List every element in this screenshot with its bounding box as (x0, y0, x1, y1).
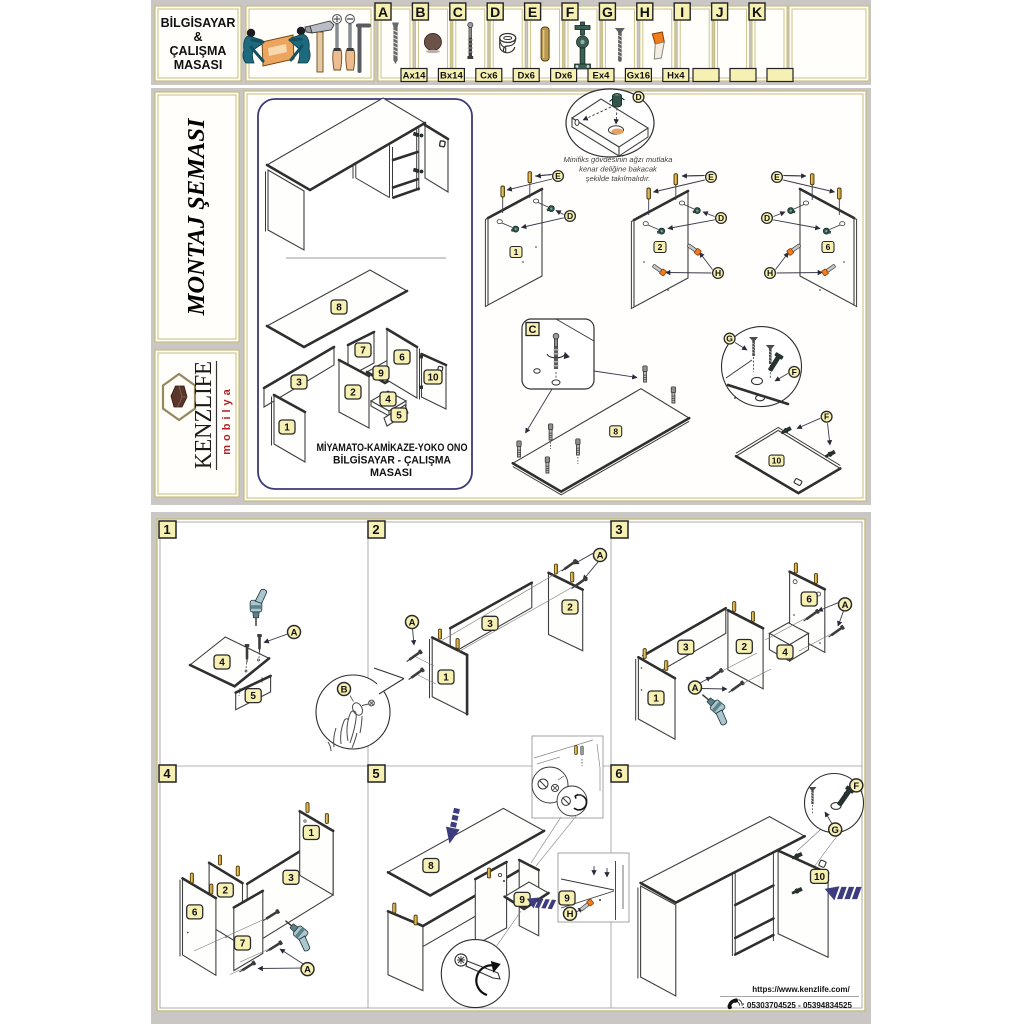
svg-text:1: 1 (284, 423, 290, 434)
svg-text:8: 8 (428, 861, 434, 872)
svg-text:A: A (409, 617, 416, 628)
svg-text:9: 9 (519, 895, 525, 906)
svg-text:B: B (341, 684, 348, 695)
svg-text:Bx14: Bx14 (440, 71, 463, 82)
svg-text:Hx4: Hx4 (667, 71, 685, 82)
svg-text:A: A (378, 4, 388, 20)
svg-text:8: 8 (613, 426, 618, 436)
svg-text:3: 3 (288, 873, 294, 884)
svg-text:kenar deliğine bakacak: kenar deliğine bakacak (579, 165, 658, 174)
svg-text:mobilya: mobilya (221, 385, 233, 455)
svg-text:6: 6 (399, 353, 405, 364)
svg-text:KENZLIFE: KENZLIFE (191, 361, 217, 469)
svg-text:F: F (824, 412, 829, 422)
svg-text:A: A (597, 550, 604, 561)
svg-text:6: 6 (615, 766, 622, 781)
svg-text:E: E (555, 171, 561, 181)
svg-text:ÇALIŞMA: ÇALIŞMA (170, 44, 227, 58)
svg-text:8: 8 (336, 303, 342, 314)
svg-text:G: G (602, 4, 613, 20)
svg-text:MİYAMATO-KAMİKAZE-YOKO ONO: MİYAMATO-KAMİKAZE-YOKO ONO (317, 441, 468, 454)
svg-text:A: A (291, 627, 298, 638)
svg-text:3: 3 (683, 643, 689, 654)
svg-text:Dx6: Dx6 (555, 71, 572, 82)
svg-text:1: 1 (514, 247, 519, 257)
svg-text:Ex4: Ex4 (593, 71, 611, 82)
svg-text:2: 2 (567, 603, 573, 614)
svg-text:H: H (715, 268, 721, 278)
svg-text:9: 9 (378, 369, 384, 380)
svg-text:5: 5 (396, 411, 402, 422)
svg-text:7: 7 (360, 346, 366, 357)
svg-text:1: 1 (163, 522, 170, 537)
svg-text:2: 2 (372, 522, 379, 537)
svg-text:H: H (567, 909, 574, 920)
svg-text:3: 3 (615, 522, 622, 537)
svg-text:D: D (764, 213, 770, 223)
svg-text:5: 5 (250, 691, 256, 702)
svg-text:9: 9 (564, 894, 570, 905)
svg-text:5: 5 (372, 766, 379, 781)
svg-text:E: E (774, 172, 780, 182)
svg-text:MASASI: MASASI (174, 58, 223, 72)
svg-text:D: D (567, 211, 573, 221)
svg-text:: 05303704525 - 05394834525: : 05303704525 - 05394834525 (742, 1001, 852, 1010)
svg-text:6: 6 (192, 907, 198, 918)
svg-text:1: 1 (653, 694, 659, 705)
svg-text:Dx6: Dx6 (517, 71, 534, 82)
svg-text:2: 2 (350, 388, 356, 399)
svg-text:G: G (726, 334, 733, 344)
svg-text:H: H (767, 268, 773, 278)
svg-text:B: B (415, 4, 425, 20)
svg-text:BİLGİSAYAR - ÇALIŞMA: BİLGİSAYAR - ÇALIŞMA (333, 454, 451, 467)
svg-text:4: 4 (385, 395, 391, 406)
svg-text:A: A (692, 683, 699, 694)
svg-text:E: E (708, 172, 714, 182)
svg-text:&: & (193, 30, 202, 44)
svg-text:F: F (792, 367, 797, 377)
svg-text:C: C (529, 324, 537, 336)
svg-text:10: 10 (427, 373, 439, 384)
svg-text:H: H (640, 4, 650, 20)
svg-text:Gx16: Gx16 (627, 71, 650, 82)
svg-text:4: 4 (219, 658, 225, 669)
svg-text:Minifiks gövdesinin ağzı mutla: Minifiks gövdesinin ağzı mutlaka (564, 155, 673, 164)
svg-text:D: D (718, 213, 724, 223)
svg-text:Ax14: Ax14 (403, 71, 426, 82)
svg-text:J: J (716, 4, 724, 20)
svg-text:D: D (635, 92, 641, 102)
svg-text:G: G (832, 825, 839, 836)
svg-text:1: 1 (309, 828, 315, 839)
svg-text:2: 2 (742, 642, 748, 653)
svg-text:I: I (680, 4, 684, 20)
svg-text:Cx6: Cx6 (480, 71, 497, 82)
svg-text:3: 3 (487, 619, 493, 630)
svg-text:6: 6 (806, 595, 812, 606)
svg-text:https://www.kenzlife.com/: https://www.kenzlife.com/ (752, 985, 850, 994)
svg-text:7: 7 (240, 939, 246, 950)
svg-text:MONTAJ ŞEMASI: MONTAJ ŞEMASI (183, 117, 210, 316)
svg-text:10: 10 (772, 456, 782, 466)
svg-text:F: F (853, 781, 859, 792)
svg-text:4: 4 (782, 648, 788, 659)
svg-text:1: 1 (443, 673, 449, 684)
svg-text:3: 3 (296, 378, 302, 389)
svg-text:2: 2 (658, 242, 663, 252)
svg-text:şekilde takılmalıdır.: şekilde takılmalıdır. (586, 174, 651, 183)
svg-text:C: C (453, 4, 463, 20)
svg-text:K: K (752, 4, 762, 20)
svg-text:A: A (842, 600, 849, 611)
svg-text:2: 2 (223, 886, 229, 897)
svg-text:10: 10 (814, 872, 826, 883)
svg-text:D: D (490, 4, 500, 20)
svg-text:6: 6 (826, 242, 831, 252)
svg-text:MASASI: MASASI (370, 467, 412, 479)
svg-text:F: F (566, 4, 575, 20)
svg-text:A: A (304, 965, 311, 976)
svg-text:BİLGİSAYAR: BİLGİSAYAR (161, 15, 236, 30)
svg-text:E: E (528, 4, 537, 20)
svg-text:4: 4 (163, 766, 171, 781)
